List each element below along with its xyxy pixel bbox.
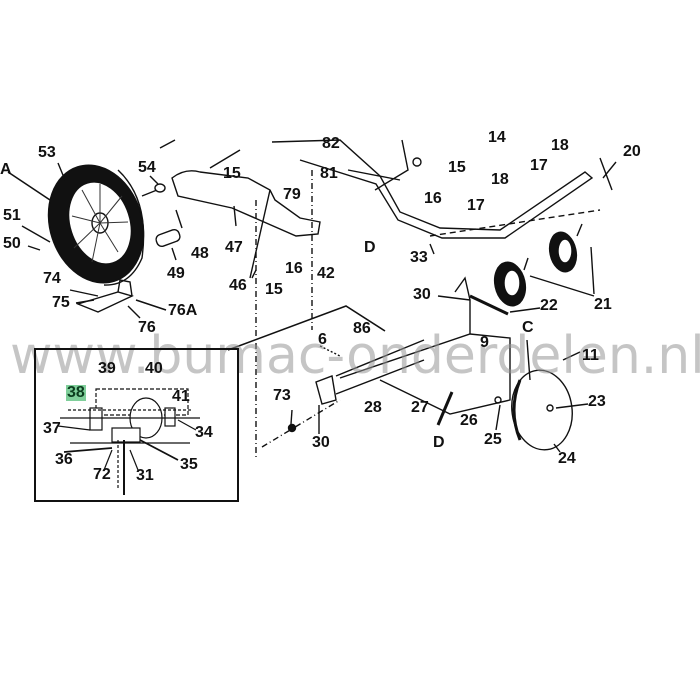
callout-47: 47	[225, 239, 243, 256]
callout-74: 74	[43, 270, 61, 287]
callout-27: 27	[411, 399, 429, 416]
callout-76: 76	[138, 319, 156, 336]
callout-51: 51	[3, 207, 21, 224]
callout-82: 82	[322, 135, 340, 152]
callout-C: C	[522, 319, 534, 336]
callout-75: 75	[52, 294, 70, 311]
callout-79: 79	[283, 186, 301, 203]
callout-9: 9	[480, 334, 489, 351]
callout-21: 21	[594, 296, 612, 313]
callout-40: 40	[145, 360, 163, 377]
callout-53: 53	[38, 144, 56, 161]
callout-24: 24	[558, 450, 576, 467]
rear-wheel	[47, 164, 145, 286]
callout-37: 37	[43, 420, 61, 437]
callout-30: 30	[312, 434, 330, 451]
callout-81: 81	[320, 165, 338, 182]
callout-35: 35	[180, 456, 198, 473]
callout-34: 34	[195, 424, 213, 441]
callout-17: 17	[467, 197, 485, 214]
callout-36: 36	[55, 451, 73, 468]
callout-16: 16	[285, 260, 303, 277]
callout-48: 48	[191, 245, 209, 262]
callout-18: 18	[551, 137, 569, 154]
callout-50: 50	[3, 235, 21, 252]
caster-wheel-2	[548, 223, 583, 273]
callout-54: 54	[138, 159, 156, 176]
callout-49: 49	[167, 265, 185, 282]
callout-23: 23	[588, 393, 606, 410]
callout-20: 20	[623, 143, 641, 160]
caster-wheel-1	[493, 257, 529, 307]
callout-15: 15	[265, 281, 283, 298]
callout-33: 33	[410, 249, 428, 266]
callout-22: 22	[540, 297, 558, 314]
callout-76A: 76A	[168, 302, 198, 319]
callout-6: 6	[318, 331, 327, 348]
inset-detail-frame	[34, 348, 239, 502]
callout-72: 72	[93, 466, 111, 483]
callout-26: 26	[460, 412, 478, 429]
callout-86: 86	[353, 320, 371, 337]
callout-73: 73	[273, 387, 291, 404]
callout-A: A	[0, 161, 12, 178]
callout-17: 17	[530, 157, 548, 174]
watermark: www.bumac-onderdelen.nl	[10, 326, 700, 386]
callout-16: 16	[424, 190, 442, 207]
callout-46: 46	[229, 277, 247, 294]
callout-42: 42	[317, 265, 335, 282]
callout-D: D	[433, 434, 445, 451]
callout-41: 41	[172, 388, 190, 405]
callout-D: D	[364, 239, 376, 256]
inset-gearbox	[57, 388, 200, 495]
wheel-disc	[511, 369, 573, 451]
callout-15: 15	[448, 159, 466, 176]
callout-18: 18	[491, 171, 509, 188]
callout-39: 39	[98, 360, 116, 377]
callout-28: 28	[364, 399, 382, 416]
callout-30: 30	[413, 286, 431, 303]
callout-14: 14	[488, 129, 506, 146]
callout-25: 25	[484, 431, 502, 448]
callout-11: 11	[582, 347, 599, 364]
callout-15: 15	[223, 165, 241, 182]
callout-38-highlighted: 38	[66, 384, 86, 401]
callout-31: 31	[136, 467, 154, 484]
